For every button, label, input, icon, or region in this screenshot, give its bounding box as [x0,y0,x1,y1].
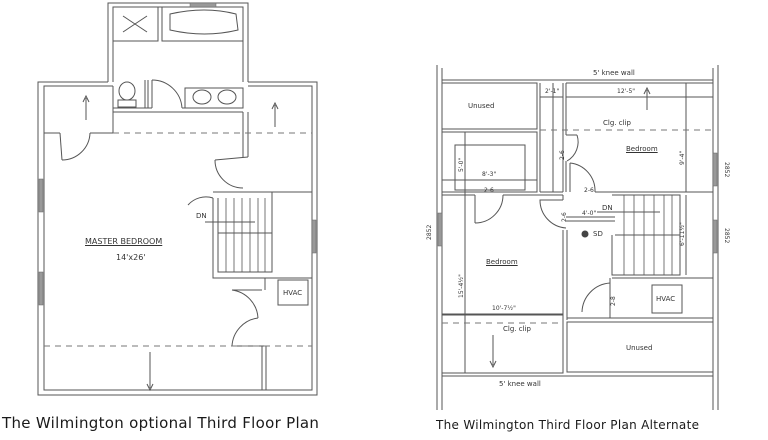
dim-bedroom-top-width: 12'-5" [617,88,636,95]
dim-door-left: 2-6 [484,187,494,194]
right-plan-caption: The Wilmington Third Floor Plan Alternat… [436,418,700,432]
window-2852-right-2: 2852 [723,228,730,244]
dim-door-side-1: 2-6 [559,150,566,160]
left-stair-down-label: DN [196,212,207,220]
dim-bedroom-left-depth: 15'-4½" [458,274,465,298]
dim-door-hall: 2-6 [584,187,594,194]
master-bedroom-size: 14'x26' [116,253,146,262]
dim-closet-depth: 5'-0" [458,157,465,172]
unused-bottom-label: Unused [626,344,653,352]
dim-bedroom-left-width: 10'-7½" [492,305,516,312]
dim-hall-width: 4'-0" [582,210,597,217]
smoke-detector-label: SD [593,230,603,238]
bedroom-left-label: Bedroom [486,258,518,266]
dim-stair-length: 6'-11½" [679,222,686,246]
dim-bedroom-top-depth: 9'-4" [679,150,686,165]
master-bedroom-label: MASTER BEDROOM [85,237,163,246]
dim-door-side-2: 2-6 [561,212,568,222]
knee-wall-top-label: 5' knee wall [593,69,635,77]
dim-door-hvac: 2-8 [610,296,617,306]
dim-closet-width: 2'-1" [545,88,560,95]
right-stair-down-label: DN [602,204,613,212]
window-2852-right-1: 2852 [723,162,730,178]
left-plan-caption: The Wilmington optional Third Floor Plan [2,414,320,432]
knee-wall-bottom-label: 5' knee wall [499,380,541,388]
left-hvac-label: HVAC [283,289,303,297]
right-hvac-label: HVAC [656,295,676,303]
clg-clip-bottom-label: Clg. clip [503,325,531,333]
clg-clip-top-label: Clg. clip [603,119,631,127]
unused-top-label: Unused [468,102,495,110]
bedroom-top-label: Bedroom [626,145,658,153]
window-2852-left: 2852 [426,224,433,240]
dim-closet-width-2: 8'-3" [482,171,497,178]
